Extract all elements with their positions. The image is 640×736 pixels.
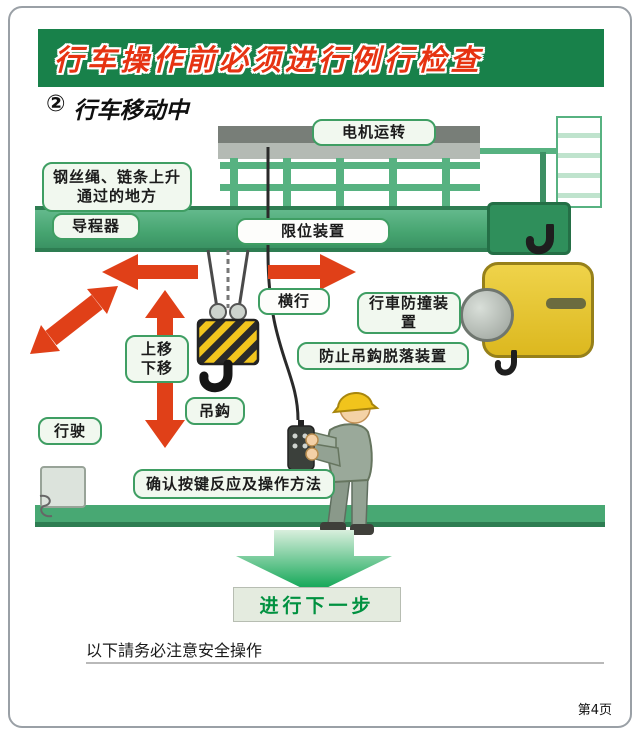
controller-button bbox=[292, 433, 298, 439]
hoist-motor-drum bbox=[460, 288, 514, 342]
worker-hand bbox=[305, 433, 319, 447]
arrow-right-red bbox=[268, 254, 356, 290]
railing-bar-top bbox=[220, 162, 480, 169]
controller-button bbox=[292, 443, 298, 449]
label-traverse: 横行 bbox=[258, 288, 330, 315]
railing-post bbox=[389, 158, 397, 206]
floor-band bbox=[35, 505, 605, 527]
step-number: ② bbox=[46, 91, 66, 117]
label-hook-drop-prevention: 防止吊鈎脱落装置 bbox=[297, 342, 469, 370]
label-move-down: 下移 bbox=[140, 359, 173, 377]
pulley bbox=[229, 303, 247, 321]
label-motor-running: 电机运转 bbox=[312, 119, 436, 146]
label-guide-device: 导程器 bbox=[52, 213, 140, 240]
label-travel: 行驶 bbox=[38, 417, 102, 445]
railing-post bbox=[230, 158, 238, 206]
hoist-hanger-bar bbox=[540, 152, 546, 208]
rail-end-buffer bbox=[40, 466, 86, 508]
label-move-up-down: 上移 下移 bbox=[125, 335, 189, 383]
worker-figure bbox=[287, 392, 380, 535]
roof-rail-right bbox=[480, 148, 558, 154]
hoist-suspension-hook bbox=[526, 224, 554, 255]
pendant-cable-nub bbox=[298, 420, 304, 428]
hoist-small-hook bbox=[494, 350, 517, 376]
railing-bar-bottom bbox=[220, 184, 480, 191]
ceiling-beam-lower bbox=[218, 143, 480, 159]
wire-rope bbox=[237, 249, 250, 309]
controller-button bbox=[302, 443, 308, 449]
page-number: 第4页 bbox=[577, 703, 612, 718]
arrow-diagonal-red bbox=[30, 286, 118, 354]
crane-hook-assembly bbox=[196, 249, 260, 393]
railing-post bbox=[442, 158, 450, 206]
label-hook: 吊鈎 bbox=[185, 397, 245, 425]
step-title: 行车移动中 bbox=[73, 98, 189, 124]
header-banner: 行车操作前必须进行例行检查 bbox=[38, 29, 604, 87]
label-move-up: 上移 bbox=[140, 340, 173, 359]
label-anti-collision-device: 行車防撞装置 bbox=[357, 292, 461, 334]
label-rope-passage: 钢丝绳、链条上升通过的地方 bbox=[42, 162, 192, 212]
wall-panel bbox=[556, 116, 602, 208]
wire-rope bbox=[206, 249, 219, 309]
footer-note: 以下請务必注意安全操作 bbox=[86, 637, 604, 664]
next-step-arrow bbox=[236, 530, 392, 594]
railing-post bbox=[283, 158, 291, 206]
worker-leg bbox=[351, 474, 369, 527]
worker-hand bbox=[305, 447, 319, 461]
worker-boot bbox=[350, 524, 374, 535]
sketch-doodle bbox=[39, 494, 53, 518]
label-confirm-operation: 确认按键反应及操作方法 bbox=[133, 469, 335, 499]
arrow-left-red bbox=[102, 254, 198, 290]
step-heading: ② 行车移动中 bbox=[46, 91, 188, 125]
next-step-text: 进行下一步 bbox=[259, 595, 375, 617]
next-step-box: 进行下一步 bbox=[233, 587, 401, 622]
pulley bbox=[209, 303, 227, 321]
hook-block-striped bbox=[196, 318, 260, 366]
page-border bbox=[8, 6, 632, 728]
railing-post bbox=[336, 158, 344, 206]
page-title: 行车操作前必须进行例行检查 bbox=[54, 43, 484, 77]
hard-hat bbox=[331, 392, 380, 414]
hoist-slot bbox=[546, 298, 586, 309]
hook-icon bbox=[199, 359, 233, 393]
label-limit-device: 限位装置 bbox=[236, 218, 390, 245]
